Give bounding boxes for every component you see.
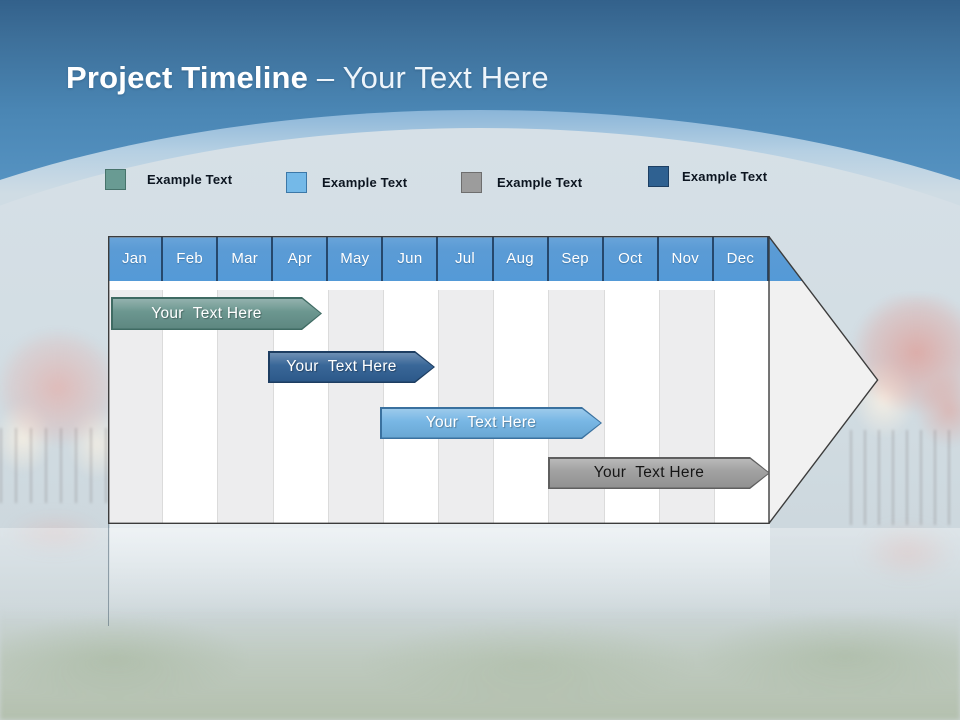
month-header-may: May xyxy=(326,236,381,281)
month-header-row: Jan Feb Mar Apr May Jun Jul Aug Sep Oct … xyxy=(108,236,769,281)
legend-label: Example Text xyxy=(682,169,768,184)
gantt-bar-label: Your Text Here xyxy=(286,358,397,375)
month-header-mar: Mar xyxy=(216,236,271,281)
month-header-jan: Jan xyxy=(121,250,148,267)
gantt-bar-label: Your Text Here xyxy=(593,464,705,481)
legend-label: Example Text xyxy=(497,175,583,190)
legend-chip-gray xyxy=(461,172,482,193)
month-header-nov: Nov xyxy=(656,236,712,281)
slide-title-bold: Project Timeline xyxy=(66,60,309,95)
month-header-jul: Jul xyxy=(436,236,491,281)
legend-item-teal[interactable]: Example Text xyxy=(105,169,232,190)
gantt-bar-teal[interactable]: Your Text Here xyxy=(111,297,322,330)
legend-chip-steelblue xyxy=(648,166,669,187)
axis-stub-line xyxy=(108,523,109,626)
month-header-apr: Apr xyxy=(271,236,326,281)
month-header-jun: Jun xyxy=(381,236,436,281)
month-header-dec: Dec xyxy=(711,236,769,281)
gantt-bar-gray[interactable]: Your Text Here xyxy=(548,457,770,489)
month-header-feb: Feb xyxy=(161,236,216,281)
legend-chip-teal xyxy=(105,169,126,190)
grid-column xyxy=(327,290,383,523)
gantt-bar-lightblue[interactable]: Your Text Here xyxy=(380,407,602,439)
gantt-bar-label: Your Text Here xyxy=(151,304,262,322)
legend-item-steelblue[interactable]: Example Text xyxy=(648,166,767,187)
slide-title[interactable]: Project Timeline – Your Text Here xyxy=(66,60,549,96)
gantt-bar-label: Your Text Here xyxy=(425,414,537,431)
month-header-sep: Sep xyxy=(546,236,602,281)
legend-label: Example Text xyxy=(322,175,408,190)
legend-label: Example Text xyxy=(147,172,233,187)
legend-item-lightblue[interactable]: Example Text xyxy=(286,172,407,193)
month-header-oct: Oct xyxy=(601,236,657,281)
slide-title-light: – Your Text Here xyxy=(308,60,549,95)
legend-chip-lightblue xyxy=(286,172,307,193)
header-gap-row xyxy=(108,281,769,290)
month-header-aug: Aug xyxy=(491,236,547,281)
timeline-reflection xyxy=(110,524,770,626)
legend-item-gray[interactable]: Example Text xyxy=(461,172,582,193)
gantt-bar-darkblue[interactable]: Your Text Here xyxy=(268,351,435,383)
